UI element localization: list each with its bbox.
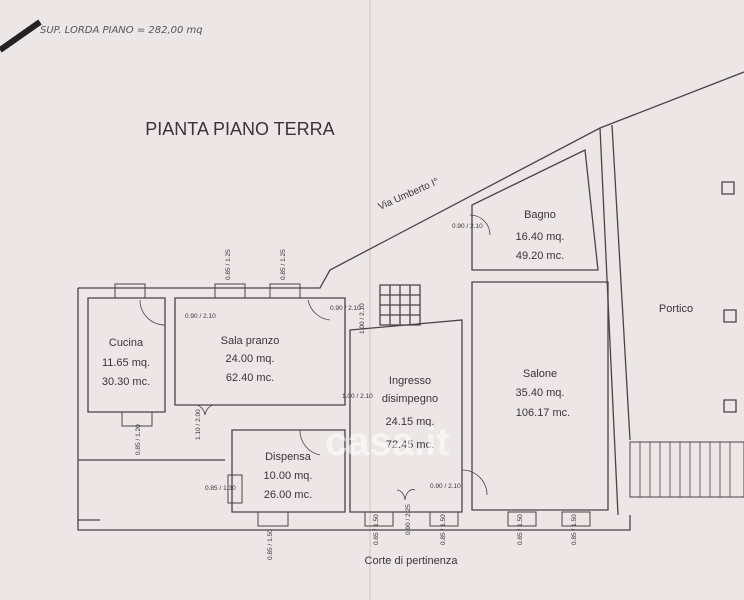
room-portico: Portico <box>659 303 693 315</box>
windows <box>114 283 591 527</box>
room-area: 24.15 mq. <box>386 416 435 428</box>
room-area: 16.40 mq. <box>516 231 565 243</box>
watermark: casa.it <box>325 420 450 464</box>
room-cucina: Cucina 11.65 mq. 30.30 mc. <box>102 337 150 388</box>
room-name: Ingresso <box>389 375 431 387</box>
room-volume: 26.00 mc. <box>264 489 312 501</box>
door-swings <box>139 214 491 501</box>
dim-label: 0.85 / 1.50 <box>267 529 274 560</box>
room-area: 11.65 mq. <box>102 357 150 369</box>
room-volume: 106.17 mc. <box>516 407 570 419</box>
dim-label: 0.90 / 2.10 <box>185 313 216 320</box>
room-name: Salone <box>523 368 557 380</box>
room-name: Dispensa <box>265 451 312 463</box>
dim-label: 0.90 / 2.25 <box>405 504 412 535</box>
room-salone: Salone 35.40 mq. 106.17 mc. <box>516 368 571 419</box>
room-name: Cucina <box>109 337 144 349</box>
dim-label: 0.90 / 2.10 <box>452 223 483 230</box>
room-volume: 49.20 mc. <box>516 250 564 262</box>
dim-label: 0.85 / 1.20 <box>135 424 142 455</box>
dim-label: 0.85 / 1.50 <box>440 514 447 545</box>
dim-label: 0.90 / 2.10 <box>430 483 461 490</box>
dim-label: 0.90 / 2.10 <box>330 305 361 312</box>
room-sala-pranzo: Sala pranzo 24.00 mq. 62.40 mc. <box>221 335 280 384</box>
room-bagno: Bagno 16.40 mq. 49.20 mc. <box>516 209 565 262</box>
room-volume: 30.30 mc. <box>102 376 150 388</box>
dim-label: 0.85 / 1.50 <box>373 514 380 545</box>
hatched-area <box>629 441 744 498</box>
dimension-labels: 0.90 / 2.10 0.90 / 2.10 0.90 / 2.10 0.90… <box>135 223 578 560</box>
room-volume: 62.40 mc. <box>226 372 274 384</box>
room-name-2: disimpegno <box>382 393 438 405</box>
courtyard-label: Corte di pertinenza <box>365 555 459 567</box>
dim-label: 0.85 / 1.25 <box>280 249 287 280</box>
dim-label: 1.00 / 2.10 <box>342 393 373 400</box>
room-dispensa: Dispensa 10.00 mq. 26.00 mc. <box>264 451 313 501</box>
dim-label: 0.85 / 1.25 <box>225 249 232 280</box>
room-area: 35.40 mq. <box>516 387 565 399</box>
walls <box>77 71 744 531</box>
dim-label: 1.10 / 2.00 <box>195 409 202 440</box>
room-volume: 72.45 mc. <box>386 439 434 451</box>
room-ingresso: Ingresso disimpegno 24.15 mq. 72.45 mc. <box>382 375 438 451</box>
room-name: Sala pranzo <box>221 335 280 347</box>
room-area: 24.00 mq. <box>226 353 275 365</box>
handwritten-note: SUP. LORDA PIANO = 282,00 mq <box>40 25 203 36</box>
dim-label: 0.85 / 1.30 <box>205 485 236 492</box>
pen-mark <box>0 19 42 53</box>
dim-label: 0.85 / 1.50 <box>517 514 524 545</box>
plan-title: PIANTA PIANO TERRA <box>145 119 334 139</box>
room-name: Bagno <box>524 209 556 221</box>
dim-label: 0.85 / 1.50 <box>571 514 578 545</box>
dim-label: 1.00 / 2.10 <box>359 303 366 334</box>
room-area: 10.00 mq. <box>264 470 313 482</box>
